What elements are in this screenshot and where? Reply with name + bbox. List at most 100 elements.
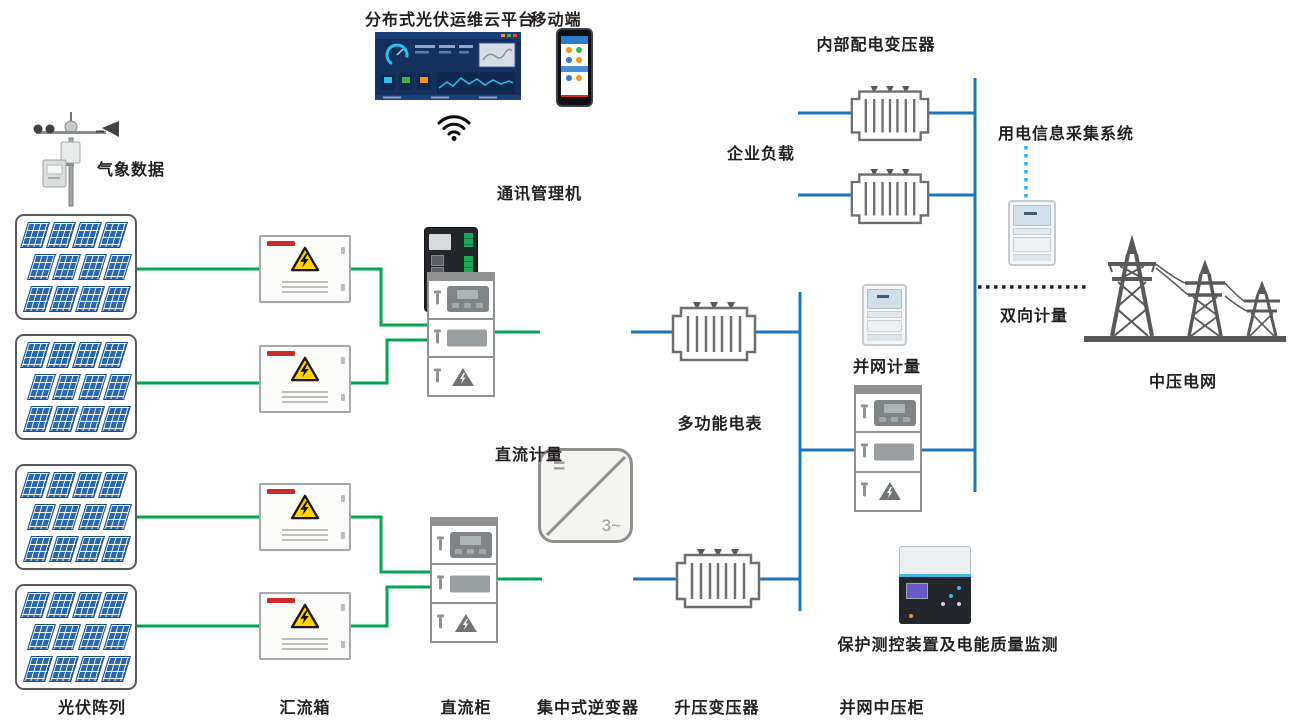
ethernet-port xyxy=(431,255,444,266)
cabinet-panel-section xyxy=(856,431,920,470)
phone-red-trim xyxy=(561,95,588,97)
dc-cabinet-1 xyxy=(427,272,495,397)
inverter-diagonal xyxy=(545,455,627,537)
blank-panel xyxy=(874,443,914,461)
hinge xyxy=(341,532,345,539)
hinge xyxy=(341,604,345,611)
warning-triangle-icon xyxy=(878,482,901,501)
protection-relay-device-2 xyxy=(899,546,971,624)
grid-tie-meter-image xyxy=(862,284,907,346)
phone-app-icons-2 xyxy=(561,72,588,84)
warning-triangle-icon xyxy=(290,356,320,382)
cabinet-top-bar xyxy=(856,387,920,394)
dc-metering-label: 直流计量 xyxy=(495,447,564,464)
phone-band xyxy=(561,66,588,72)
cabinet-panel-section xyxy=(432,563,496,602)
grid-tie-mv-cabinet xyxy=(854,385,922,512)
combiner-box-1 xyxy=(259,235,351,303)
phone-screen xyxy=(561,36,588,95)
terminal-block xyxy=(464,233,473,247)
transmission-towers-image xyxy=(1084,234,1286,342)
cloud-dashboard-image xyxy=(375,32,521,100)
pv-array-label: 光伏阵列 xyxy=(57,700,127,717)
cabinet-warning-section xyxy=(432,602,496,641)
mobile-phone-image xyxy=(556,28,593,107)
cabinet-display-section xyxy=(432,526,496,563)
dc-cabinet-label: 直流柜 xyxy=(440,700,492,717)
handle xyxy=(437,536,444,550)
hinge xyxy=(341,641,345,648)
handle xyxy=(861,482,868,497)
wifi-icon xyxy=(437,115,471,141)
grid-tie-metering-label: 并网计量 xyxy=(852,359,922,376)
nameplate-text xyxy=(282,278,328,293)
stepup-transformer-icon-1 xyxy=(671,302,757,362)
cabinet-warning-section xyxy=(429,356,493,395)
handle xyxy=(437,575,444,589)
cabinet-panel-section xyxy=(429,317,493,357)
multifunction-meter-label: 多功能电表 xyxy=(677,416,763,433)
meter-row xyxy=(867,310,902,318)
control-display xyxy=(447,286,489,313)
cabinet-display-section xyxy=(429,281,493,318)
meter-panel xyxy=(867,319,902,332)
blank-panel xyxy=(450,575,490,592)
cabinet-top-bar xyxy=(432,519,496,526)
dc-symbol: = xyxy=(553,455,566,478)
stepup-transformer-icon-2 xyxy=(675,549,761,609)
meter-panel xyxy=(1013,237,1051,252)
bidirectional-metering-label: 双向计量 xyxy=(1000,308,1069,325)
combiner-box-3 xyxy=(259,483,351,551)
blank-panel xyxy=(447,329,487,347)
ac-symbol: 3~ xyxy=(601,516,621,535)
internal-transformer-label: 内部配电变压器 xyxy=(816,37,936,54)
brand-mark xyxy=(267,241,295,246)
nameplate-text xyxy=(282,526,328,541)
dc-cabinet-2 xyxy=(430,517,498,643)
hinge xyxy=(341,394,345,401)
grid-tie-mv-cabinet-label: 并网中压柜 xyxy=(839,700,925,717)
cabinet-warning-section xyxy=(856,470,920,510)
ac-blue-lines xyxy=(631,78,977,611)
pv-array-3 xyxy=(15,464,137,570)
cabinet-top-bar xyxy=(429,274,493,281)
handle xyxy=(861,443,868,458)
comm-manager-label: 通讯管理机 xyxy=(497,186,583,203)
meter-row xyxy=(1013,228,1051,236)
combiner-box-4 xyxy=(259,592,351,660)
meter-terminal xyxy=(867,334,902,341)
internal-transformer-icon-2 xyxy=(850,168,930,225)
hinge xyxy=(341,247,345,254)
warning-triangle-icon xyxy=(454,613,477,632)
info-collection-meter-image xyxy=(1008,200,1056,266)
accent-stripe xyxy=(899,574,971,577)
combiner-box-label: 汇流箱 xyxy=(279,700,331,717)
device-button xyxy=(941,602,945,606)
cloud-platform-title: 分布式光伏运维云平台 xyxy=(364,12,536,29)
power-info-collection-label: 用电信息采集系统 xyxy=(998,126,1135,143)
meter-lcd xyxy=(1013,205,1051,227)
device-button xyxy=(957,586,961,590)
hinge xyxy=(341,495,345,502)
handle xyxy=(861,404,868,419)
handle xyxy=(434,329,441,344)
device-chassis xyxy=(899,546,971,574)
brand-mark xyxy=(267,351,295,356)
nameplate-text xyxy=(282,635,328,650)
meter-terminal xyxy=(1013,254,1051,261)
control-display xyxy=(450,531,492,558)
warning-triangle-icon xyxy=(290,246,320,272)
comm-manager-label-plate xyxy=(429,234,451,250)
pv-array-4 xyxy=(15,584,137,690)
warning-triangle-icon xyxy=(290,603,320,629)
warning-triangle-icon xyxy=(451,367,474,386)
device-button xyxy=(957,602,961,606)
weather-data-label: 气象数据 xyxy=(97,162,166,179)
phone-app-icons xyxy=(561,44,588,66)
enterprise-load-label: 企业负载 xyxy=(727,146,796,163)
handle xyxy=(434,290,441,305)
stepup-transformer-label: 升压变压器 xyxy=(674,700,760,717)
protection-monitoring-label: 保护测控装置及电能质量监测 xyxy=(837,637,1059,654)
